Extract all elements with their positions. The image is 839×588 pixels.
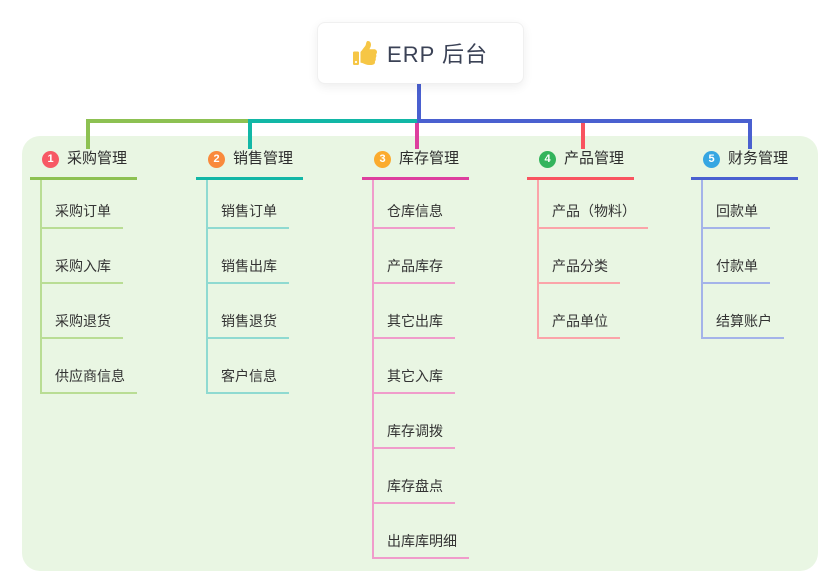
child-node[interactable]: 其它入库	[372, 366, 455, 394]
root-stem-line	[417, 82, 421, 123]
branch-title-3[interactable]: 3 库存管理	[362, 147, 470, 180]
child-node[interactable]: 付款单	[701, 256, 770, 284]
branch-drop-line-5	[748, 123, 752, 149]
child-node[interactable]: 销售退货	[206, 311, 289, 339]
branch-title-label: 销售管理	[233, 150, 294, 167]
branch-number-badge: 2	[208, 150, 225, 168]
branch-number-badge: 4	[539, 150, 556, 168]
branch-title-4[interactable]: 4 产品管理	[527, 147, 635, 180]
child-node[interactable]: 其它出库	[372, 311, 455, 339]
child-node[interactable]: 客户信息	[206, 366, 289, 394]
branch-title-label: 财务管理	[728, 150, 789, 167]
child-node[interactable]: 采购订单	[40, 201, 123, 229]
branch-title-label: 采购管理	[67, 150, 128, 167]
child-node[interactable]: 结算账户	[701, 311, 784, 339]
branch-spine-line	[206, 180, 208, 394]
branch-drop-line-2	[248, 123, 252, 149]
child-node[interactable]: 回款单	[701, 201, 770, 229]
child-node[interactable]: 库存调拨	[372, 421, 455, 449]
child-node[interactable]: 采购入库	[40, 256, 123, 284]
child-node[interactable]: 产品库存	[372, 256, 455, 284]
branch-drop-line-3	[415, 123, 419, 149]
root-node[interactable]: ERP 后台	[317, 22, 524, 84]
child-node[interactable]: 产品分类	[537, 256, 620, 284]
child-node[interactable]: 产品（物料）	[537, 201, 648, 229]
branch-spine-line	[701, 180, 703, 339]
branch-title-5[interactable]: 5 财务管理	[691, 147, 799, 180]
branch-number-badge: 3	[374, 150, 391, 168]
branches-background-panel	[22, 136, 818, 571]
branch-spine-line	[40, 180, 42, 394]
branch-spine-line	[372, 180, 374, 559]
branch-number-badge: 5	[703, 150, 720, 168]
child-node[interactable]: 出库库明细	[372, 531, 469, 559]
child-node[interactable]: 库存盘点	[372, 476, 455, 504]
branch-title-label: 库存管理	[399, 150, 460, 167]
branch-drop-line-4	[581, 123, 585, 149]
child-node[interactable]: 仓库信息	[372, 201, 455, 229]
bus-segment-green	[86, 119, 252, 123]
branch-title-2[interactable]: 2 销售管理	[196, 147, 304, 180]
branch-title-label: 产品管理	[564, 150, 625, 167]
root-node-title: ERP 后台	[387, 42, 488, 67]
child-node[interactable]: 产品单位	[537, 311, 620, 339]
bus-segment-teal	[248, 119, 421, 123]
branch-spine-line	[537, 180, 539, 339]
branch-title-1[interactable]: 1 采购管理	[30, 147, 138, 180]
child-node[interactable]: 销售出库	[206, 256, 289, 284]
child-node[interactable]: 供应商信息	[40, 366, 137, 394]
bus-segment-blue	[417, 119, 752, 123]
child-node[interactable]: 销售订单	[206, 201, 289, 229]
branch-drop-line-1	[86, 123, 90, 149]
child-node[interactable]: 采购退货	[40, 311, 123, 339]
branch-number-badge: 1	[42, 150, 59, 168]
thumbs-up-icon	[353, 41, 378, 65]
